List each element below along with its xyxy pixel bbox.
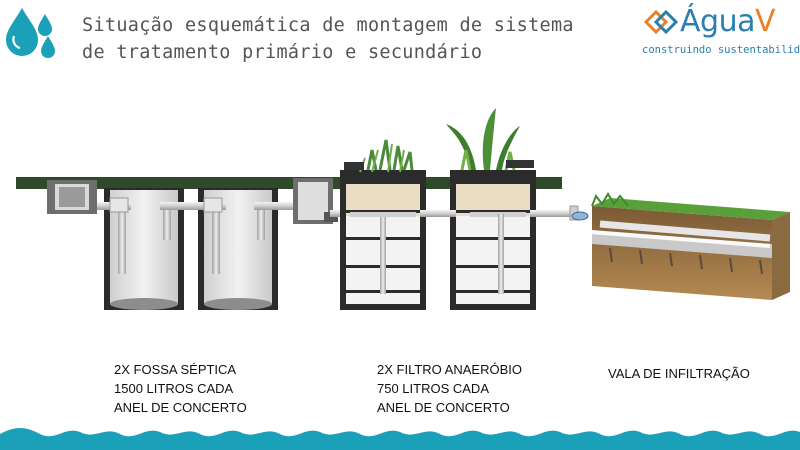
- anaerobic-filter-2: [446, 108, 536, 310]
- caption-line: ANEL DE CONCERTO: [377, 400, 510, 415]
- caption-anaerobic-filters: 2X FILTRO ANAERÓBIO 750 LITROS CADA ANEL…: [377, 360, 522, 417]
- caption-line: 2X FOSSA SÉPTICA: [114, 362, 237, 377]
- distribution-box: [293, 178, 338, 224]
- caption-line: 2X FILTRO ANAERÓBIO: [377, 362, 522, 377]
- pipe-filter1-filter2: [420, 210, 456, 217]
- water-drops-icon: [6, 8, 55, 58]
- page-title: Situação esquemática de montagem de sist…: [82, 12, 602, 66]
- pipe-filter2-trench: [530, 210, 572, 217]
- brand-logo: ÁguaV construindo sustentabilidade: [640, 4, 800, 64]
- title-line-1: Situação esquemática de montagem de sist…: [82, 15, 574, 36]
- pipe-tank2-box: [254, 202, 296, 210]
- inlet-box: [47, 180, 97, 214]
- caption-line: ANEL DE CONCERTO: [114, 400, 247, 415]
- caption-line: 750 LITROS CADA: [377, 381, 489, 396]
- pipe-tank1-tank2: [160, 202, 226, 210]
- caption-septic-tanks: 2X FOSSA SÉPTICA 1500 LITROS CADA ANEL D…: [114, 360, 247, 417]
- caption-line: 1500 LITROS CADA: [114, 381, 234, 396]
- logo-tagline: construindo sustentabilidade: [642, 44, 800, 56]
- infiltration-trench: [590, 192, 790, 300]
- logo-wordmark: ÁguaV: [680, 4, 776, 39]
- anaerobic-filter-1: [340, 139, 426, 310]
- caption-line: VALA DE INFILTRAÇÃO: [608, 366, 750, 381]
- treatment-system-diagram: [16, 108, 790, 310]
- logo-mark-icon: [643, 9, 679, 35]
- caption-infiltration-trench: VALA DE INFILTRAÇÃO: [608, 364, 750, 383]
- title-line-2: de tratamento primário e secundário: [82, 42, 483, 63]
- wave-footer: [0, 428, 800, 450]
